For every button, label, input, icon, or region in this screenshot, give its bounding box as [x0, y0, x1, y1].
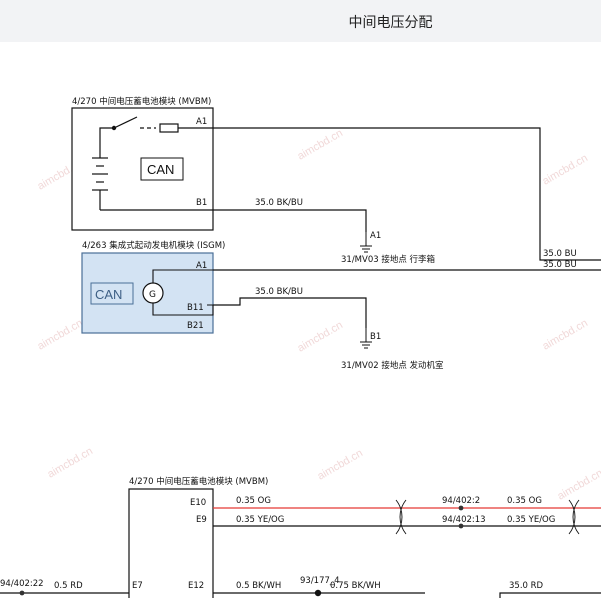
wire-label-e9: 0.35 YE/OG	[236, 515, 284, 525]
connector-label-e9: 94/402:13	[442, 515, 486, 525]
mvbm-top-pin-a1: A1	[196, 117, 207, 127]
wire-label-e7: 0.5 RD	[54, 581, 83, 591]
mvbm-top-title: 4/270 中间电压蓄电池模块 (MVBM)	[72, 96, 211, 107]
watermark: aimcbd.cn	[541, 317, 590, 352]
mvbm-bottom-title: 4/270 中间电压蓄电池模块 (MVBM)	[129, 476, 268, 487]
connector-dot-e10	[458, 505, 464, 511]
wire-label-e9-right: 0.35 YE/OG	[507, 515, 555, 525]
isgm-wires	[213, 269, 601, 328]
mvbm-bottom-pin-e10: E10	[190, 498, 206, 508]
watermark: aimcbd.cn	[296, 127, 345, 162]
wire-label-right-rd: 35.0 RD	[509, 581, 544, 591]
twisted-pair-marks	[395, 499, 580, 535]
mvbm-bottom-pin-e12: E12	[188, 581, 204, 591]
mvbm-battery-circuit	[92, 116, 213, 211]
watermark: aimcbd.cn	[46, 445, 95, 480]
page-title: 中间电压分配	[348, 15, 433, 31]
isgm-wire-b11: 35.0 BK/BU	[255, 287, 303, 297]
wire-label-e10: 0.35 OG	[236, 496, 271, 506]
isgm-internal-wiring	[152, 269, 214, 316]
mvbm-bottom-box	[128, 488, 214, 598]
mvbm-can-label: CAN	[147, 162, 174, 177]
generator-label: G	[149, 290, 156, 300]
watermark: aimcbd.cn	[36, 317, 85, 352]
mvbm-top-pin-b1: B1	[196, 198, 207, 208]
connector-label-left: 94/402:22	[0, 579, 44, 589]
isgm-title: 4/263 集成式起动发电机模块 (ISGM)	[82, 240, 225, 251]
watermark: aimcbd.cn	[296, 319, 345, 354]
mvbm-bottom-pin-e7: E7	[132, 581, 143, 591]
page-header: 中间电压分配	[0, 0, 601, 42]
top-wires	[213, 127, 601, 261]
wire-label-a1-bu: 35.0 BU	[543, 249, 577, 259]
ground-mv02-label: 31/MV02 接地点 发动机室	[341, 360, 444, 371]
isgm-pin-b11: B11	[187, 303, 204, 313]
wire-label-e12: 0.5 BK/WH	[236, 581, 281, 591]
wire-label-e10-right: 0.35 OG	[507, 496, 542, 506]
isgm-pin-a1: A1	[196, 261, 207, 271]
wire-label-b1: 35.0 BK/BU	[255, 198, 303, 208]
mvbm-bottom-pin-e9: E9	[196, 515, 207, 525]
isgm-can-label: CAN	[95, 287, 122, 302]
watermark: aimcbd.cn	[541, 152, 590, 187]
ground-mv02-symbol	[360, 328, 372, 349]
watermark: aimcbd.cn	[316, 447, 365, 482]
ground-mv02-pin: B1	[370, 332, 381, 342]
ground-mv03-label: 31/MV03 接地点 行李箱	[341, 254, 436, 265]
connector-dot-e9	[458, 523, 464, 529]
splice-dot	[314, 589, 322, 597]
ground-mv03-symbol	[360, 232, 372, 253]
mvbm-can-box	[140, 157, 184, 181]
isgm-pin-b21: B21	[187, 321, 204, 331]
connector-label-e10: 94/402:2	[442, 496, 480, 506]
ground-mv03-pin: A1	[370, 231, 381, 241]
wire-label-e12-right: 0.75 BK/WH	[330, 581, 381, 591]
watermark: aimcbd.cn	[556, 467, 601, 502]
splice-label: 93/177_4	[300, 576, 340, 586]
isgm-wire-a1: 35.0 BU	[543, 260, 577, 270]
isgm-can-box	[90, 282, 134, 305]
connector-dot-left	[19, 590, 25, 596]
